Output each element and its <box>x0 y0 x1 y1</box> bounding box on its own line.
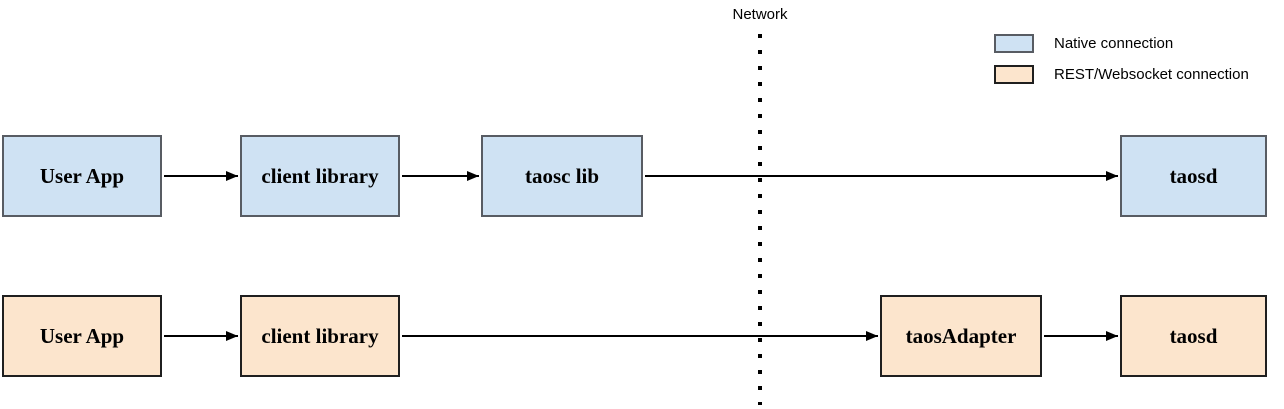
legend-item-native: Native connection <box>994 34 1249 53</box>
network-label: Network <box>732 6 788 23</box>
legend-swatch-native-icon <box>994 34 1034 53</box>
node-rest-taosadapter: taosAdapter <box>880 295 1042 377</box>
node-rest-client-library: client library <box>240 295 400 377</box>
node-native-taosc-lib: taosc lib <box>481 135 643 217</box>
node-native-user-app: User App <box>2 135 162 217</box>
node-native-client-library: client library <box>240 135 400 217</box>
legend-label-rest: REST/Websocket connection <box>1054 66 1249 83</box>
legend-item-rest: REST/Websocket connection <box>994 65 1249 84</box>
node-native-taosd: taosd <box>1120 135 1267 217</box>
legend-label-native: Native connection <box>1054 35 1174 52</box>
legend: Native connection REST/Websocket connect… <box>994 34 1249 84</box>
node-rest-taosd: taosd <box>1120 295 1267 377</box>
node-rest-user-app: User App <box>2 295 162 377</box>
legend-swatch-rest-icon <box>994 65 1034 84</box>
